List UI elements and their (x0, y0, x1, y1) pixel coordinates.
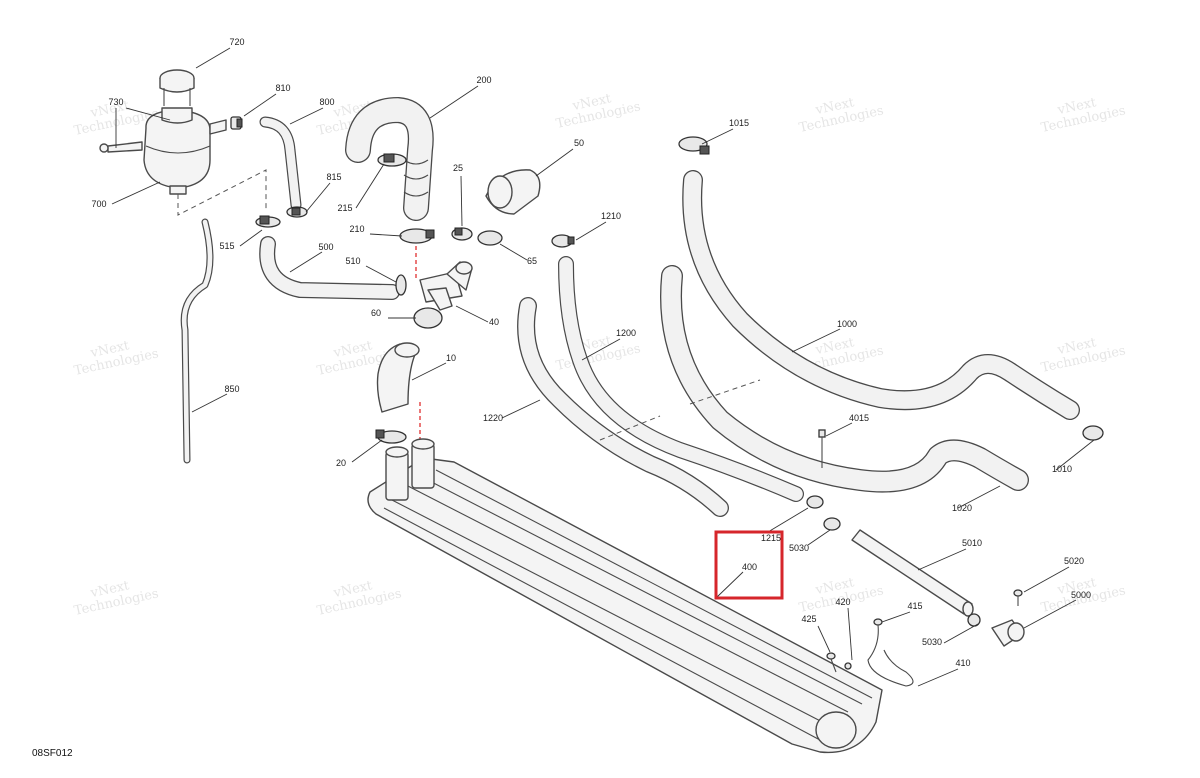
part-label-800[interactable]: 800 (319, 97, 334, 107)
hose-1020 (660, 265, 1029, 493)
coolant-reservoir (99, 69, 227, 195)
part-label-850[interactable]: 850 (224, 384, 239, 394)
clamp-215 (377, 153, 407, 167)
elbow-50 (485, 169, 541, 215)
clamp-515 (255, 215, 281, 228)
part-label-200[interactable]: 200 (476, 75, 491, 85)
clamp-1215 (806, 495, 824, 509)
lower-hose (259, 236, 400, 300)
fitting-5000 (991, 619, 1025, 647)
clamp-60 (413, 307, 443, 329)
clamp-20 (375, 429, 407, 444)
clamp-5030-lower (967, 613, 981, 627)
heat-exchanger (367, 438, 883, 754)
highlight-box[interactable] (714, 530, 784, 600)
part-label-420[interactable]: 420 (835, 597, 850, 607)
part-label-510[interactable]: 510 (345, 256, 360, 266)
part-label-500[interactable]: 500 (318, 242, 333, 252)
hose-1000 (682, 170, 1080, 420)
diagram-code: 08SF012 (32, 748, 73, 759)
part-label-4015[interactable]: 4015 (849, 413, 869, 423)
overflow-hose (180, 218, 214, 464)
screw-5020 (1013, 589, 1023, 606)
part-label-1220[interactable]: 1220 (483, 413, 503, 423)
pipe-5010 (851, 529, 974, 617)
part-label-700[interactable]: 700 (91, 199, 106, 209)
part-label-50[interactable]: 50 (574, 138, 584, 148)
clamp-815 (286, 206, 308, 218)
part-label-720[interactable]: 720 (229, 37, 244, 47)
clamp-5030-upper (823, 517, 841, 531)
part-label-25[interactable]: 25 (453, 163, 463, 173)
part-label-60[interactable]: 60 (371, 308, 381, 318)
part-label-65[interactable]: 65 (527, 256, 537, 266)
part-label-20[interactable]: 20 (336, 458, 346, 468)
clamp-25 (451, 227, 473, 241)
part-label-410[interactable]: 410 (955, 658, 970, 668)
bolt-4015 (818, 429, 826, 468)
part-label-5020[interactable]: 5020 (1064, 556, 1084, 566)
highlighted-part-label: 400 (742, 562, 757, 572)
part-label-815[interactable]: 815 (326, 172, 341, 182)
part-label-1210[interactable]: 1210 (601, 211, 621, 221)
hose-1220 (517, 297, 729, 517)
part-label-5030[interactable]: 5030 (922, 637, 942, 647)
part-labels: 720 730 810 800 200 700 815 215 25 50 1015 1210 210 5… (91, 37, 1091, 668)
part-label-1000[interactable]: 1000 (837, 319, 857, 329)
clamp-1210 (551, 234, 575, 248)
part-label-810[interactable]: 810 (275, 83, 290, 93)
hose-link-line (599, 379, 761, 441)
clamp-210 (399, 228, 435, 244)
part-label-1010[interactable]: 1010 (1052, 464, 1072, 474)
clamp-810 (230, 116, 243, 130)
part-label-415[interactable]: 415 (907, 601, 922, 611)
part-label-210[interactable]: 210 (349, 224, 364, 234)
clamp-510 (395, 274, 407, 296)
part-label-40[interactable]: 40 (489, 317, 499, 327)
part-label-425[interactable]: 425 (801, 614, 816, 624)
part-label-10[interactable]: 10 (446, 353, 456, 363)
clamp-1015 (678, 136, 710, 155)
clamp-65 (477, 230, 503, 246)
tee-fitting (419, 261, 473, 311)
reservoir-link-line (177, 169, 267, 216)
clamp-1010 (1082, 425, 1104, 441)
part-label-5030[interactable]: 5030 (789, 543, 809, 553)
part-label-5010[interactable]: 5010 (962, 538, 982, 548)
part-label-1015[interactable]: 1015 (729, 118, 749, 128)
upper-pipe (345, 97, 434, 221)
elbow-10 (376, 342, 420, 413)
part-label-5000[interactable]: 5000 (1071, 590, 1091, 600)
leader-lines (111, 47, 1095, 687)
part-label-1215[interactable]: 1215 (761, 533, 781, 543)
part-label-1020[interactable]: 1020 (952, 503, 972, 513)
part-label-215[interactable]: 215 (337, 203, 352, 213)
reservoir-hose (259, 116, 302, 211)
part-label-1200[interactable]: 1200 (616, 328, 636, 338)
part-label-730[interactable]: 730 (108, 97, 123, 107)
hose-1200 (558, 256, 804, 502)
part-label-515[interactable]: 515 (219, 241, 234, 251)
